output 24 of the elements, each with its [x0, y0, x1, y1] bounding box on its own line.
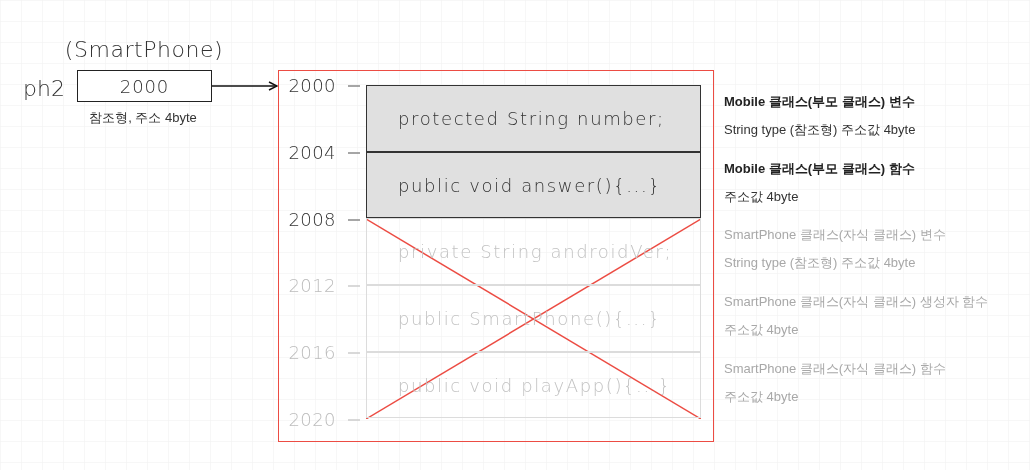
address-label: 2016: [287, 342, 336, 365]
arrow: [211, 81, 278, 91]
description-heading: SmartPhone 클래스(자식 클래스) 함수: [724, 360, 946, 378]
memory-frame: [278, 70, 714, 442]
address-label: 2004: [287, 141, 336, 164]
description-heading: SmartPhone 클래스(자식 클래스) 생성자 함수: [724, 293, 989, 311]
address-label: 2008: [287, 208, 336, 231]
address-label: 2012: [287, 275, 336, 298]
description-heading: SmartPhone 클래스(자식 클래스) 변수: [724, 226, 946, 244]
description-text: 주소값 4byte: [724, 388, 799, 406]
value-box: 2000: [77, 70, 212, 102]
variable-name: ph2: [23, 75, 66, 103]
description-text: String type (참조형) 주소값 4byte: [724, 254, 916, 272]
description-heading: Mobile 클래스(부모 클래스) 변수: [724, 93, 915, 111]
type-label: (SmartPhone): [63, 36, 225, 64]
note-text: 참조형, 주소 4byte: [88, 109, 198, 127]
address-label: 2020: [287, 409, 336, 431]
description-text: String type (참조형) 주소값 4byte: [724, 121, 916, 139]
description-text: 주소값 4byte: [724, 321, 799, 339]
description-heading: Mobile 클래스(부모 클래스) 함수: [724, 160, 915, 178]
memory-cell: protected String number;: [366, 85, 701, 152]
address-label: 2000: [287, 75, 336, 97]
description-text: 주소값 4byte: [724, 188, 799, 206]
memory-cell: public void answer(){...}: [366, 152, 701, 218]
